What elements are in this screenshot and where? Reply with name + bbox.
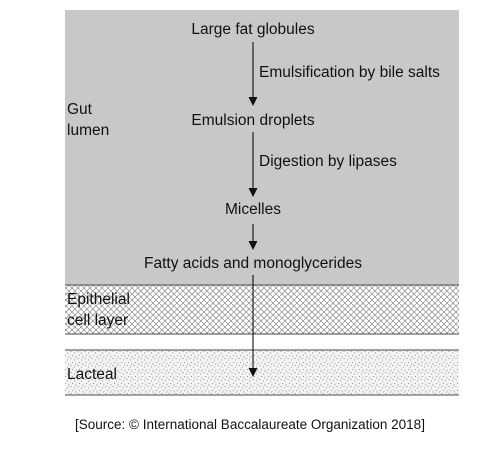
process-digestion: Digestion by lipases [259,153,397,170]
region-label-gut-lumen: Gut lumen [67,101,110,139]
arrow-emulsification [248,42,258,106]
source-caption: [Source: © International Baccalaureate O… [75,417,425,432]
step-large-fat-globules: Large fat globules [191,21,315,38]
arrow-to-fatty-acids [248,224,258,250]
arrow-to-lacteal [248,275,258,377]
gut-lumen-region [65,10,459,285]
arrow-digestion [248,132,258,197]
step-fatty-acids: Fatty acids and monoglycerides [144,255,362,272]
step-micelles: Micelles [225,201,281,218]
step-emulsion-droplets: Emulsion droplets [191,112,315,129]
region-label-epithelial: Epithelial cell layer [67,291,130,329]
epithelial-region [65,285,459,334]
lacteal-region [65,350,459,395]
region-label-lacteal: Lacteal [67,366,117,383]
process-emulsification: Emulsification by bile salts [259,64,440,81]
